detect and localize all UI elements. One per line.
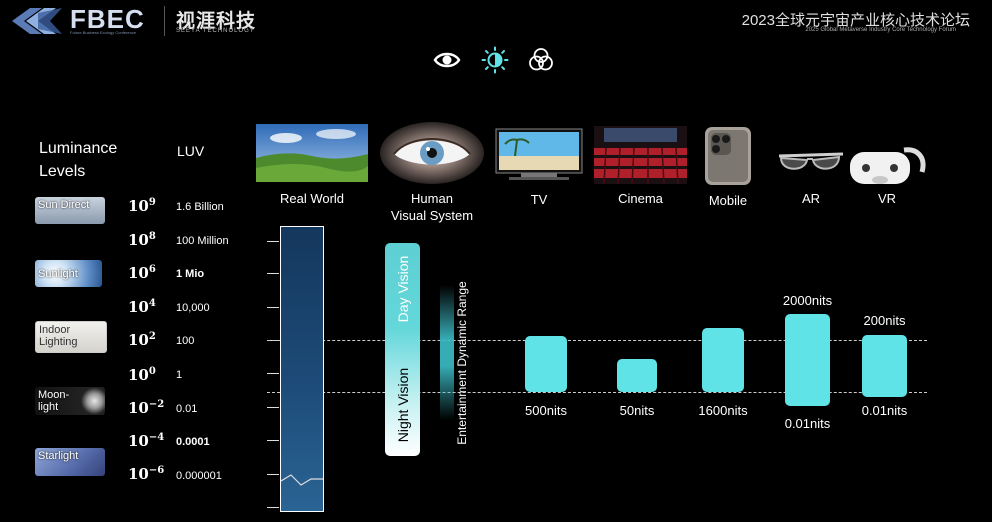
luv-value: 0.0001 xyxy=(176,436,210,448)
luv-value: 0.000001 xyxy=(176,470,222,482)
ar-glasses-image xyxy=(778,152,844,170)
zigzag-line-icon xyxy=(281,474,323,486)
nits-bar-ar xyxy=(785,314,830,406)
day-vision-label: Day Vision xyxy=(395,255,411,323)
column-label-mobile: Mobile xyxy=(708,193,748,208)
entertainment-dynamic-range-bar xyxy=(440,285,454,420)
real-world-range-bar xyxy=(280,226,324,512)
human-vision-bar: Day Vision Night Vision xyxy=(385,243,420,456)
luv-value: 0.01 xyxy=(176,403,198,415)
axis-tick xyxy=(267,273,279,274)
dashed-line-upper xyxy=(267,340,927,341)
cinema-image xyxy=(594,126,687,184)
axis-tick xyxy=(267,507,279,508)
seeya-logo-en: SEEYA TECHNOLOGY xyxy=(176,28,255,34)
eye-icon[interactable] xyxy=(433,46,461,74)
nits-bar-mobile xyxy=(702,328,744,392)
tv-image xyxy=(495,128,583,180)
nits-label-cinema: 50nits xyxy=(619,403,655,418)
thumbnail-label: Sunlight xyxy=(38,268,78,280)
column-label-human-visual-system: Human Visual System xyxy=(390,191,474,223)
luv-value: 100 Million xyxy=(176,235,229,247)
column-label-tv: TV xyxy=(530,192,548,207)
color-circles-icon[interactable] xyxy=(527,46,555,74)
exponent-label: 104 xyxy=(128,298,156,316)
exponent-label: 100 xyxy=(128,366,156,384)
fbec-logo-text: FBEC xyxy=(70,4,145,34)
brightness-icon[interactable] xyxy=(481,46,509,74)
thumbnail-starlight: Starlight xyxy=(35,448,105,476)
logo-divider xyxy=(164,6,165,36)
nits-label-ar: 2000nits xyxy=(782,293,833,308)
entertainment-dynamic-range-label: Entertainment Dynamic Range xyxy=(455,281,469,445)
forum-title-en: 2025 Global Metaverse Industry Core Tech… xyxy=(805,27,956,33)
night-vision-label: Night Vision xyxy=(395,367,411,443)
thumbnail-label: Sun Direct xyxy=(38,199,90,211)
column-label-ar: AR xyxy=(801,191,821,206)
vr-headset-image xyxy=(850,147,926,184)
axis-tick xyxy=(267,407,279,408)
nits-bar-vr xyxy=(862,335,907,397)
exponent-label: 10−4 xyxy=(128,432,165,450)
axis-tick xyxy=(267,307,279,308)
exponent-label: 108 xyxy=(128,231,156,249)
fbec-logo-subtitle: Future Business Ecology Conference xyxy=(70,30,137,35)
luv-value: 1 Mio xyxy=(176,268,205,280)
exponent-label: 10−6 xyxy=(128,465,165,483)
nits-label-vr: 0.01nits xyxy=(861,403,908,418)
exponent-label: 109 xyxy=(128,197,156,215)
luv-value: 1.6 Billion xyxy=(176,201,224,213)
luv-value: 10,000 xyxy=(176,302,210,314)
exponent-label: 10−2 xyxy=(128,399,165,417)
mobile-phone-image xyxy=(705,127,751,185)
axis-tick xyxy=(267,474,279,475)
exponent-label: 102 xyxy=(128,331,156,349)
nits-label-vr: 200nits xyxy=(863,313,906,328)
luv-title: LUV xyxy=(177,143,205,159)
column-label-vr: VR xyxy=(877,191,897,206)
nits-label-tv: 500nits xyxy=(525,403,567,418)
dashed-line-lower xyxy=(267,392,927,393)
thumbnail-sun-direct: Sun Direct xyxy=(35,197,105,224)
seeya-logo-cn: 视涯科技 xyxy=(176,11,257,32)
thumbnail-label: Starlight xyxy=(38,450,79,462)
axis-tick xyxy=(267,440,279,441)
axis-tick xyxy=(267,241,279,242)
thumbnail-indoor-lighting: Indoor Lighting xyxy=(35,321,107,353)
column-label-cinema: Cinema xyxy=(618,191,663,206)
column-label-real-world: Real World xyxy=(279,191,345,206)
luv-value: 100 xyxy=(176,335,195,347)
luv-value: 1 xyxy=(176,369,183,381)
thumbnail-label: Moon- light xyxy=(38,389,70,413)
forum-title-cn: 2023全球元宇宙产业核心技术论坛 xyxy=(741,12,970,29)
nits-bar-tv xyxy=(525,336,567,392)
thumbnail-sunlight: Sunlight xyxy=(35,260,102,287)
fbec-logo-mark-icon xyxy=(12,8,62,34)
axis-tick xyxy=(267,373,279,374)
nits-label-mobile: 1600nits xyxy=(698,403,748,418)
nits-label-ar: 0.01nits xyxy=(784,416,831,431)
human-eye-image xyxy=(380,122,484,184)
luminance-levels-title: Luminance Levels xyxy=(39,140,118,180)
thumbnail-label: Indoor Lighting xyxy=(39,324,78,348)
thumbnail-moonlight: Moon- light xyxy=(35,387,105,415)
real-world-landscape-image xyxy=(256,124,368,182)
exponent-label: 106 xyxy=(128,264,156,282)
nits-bar-cinema xyxy=(617,359,657,392)
